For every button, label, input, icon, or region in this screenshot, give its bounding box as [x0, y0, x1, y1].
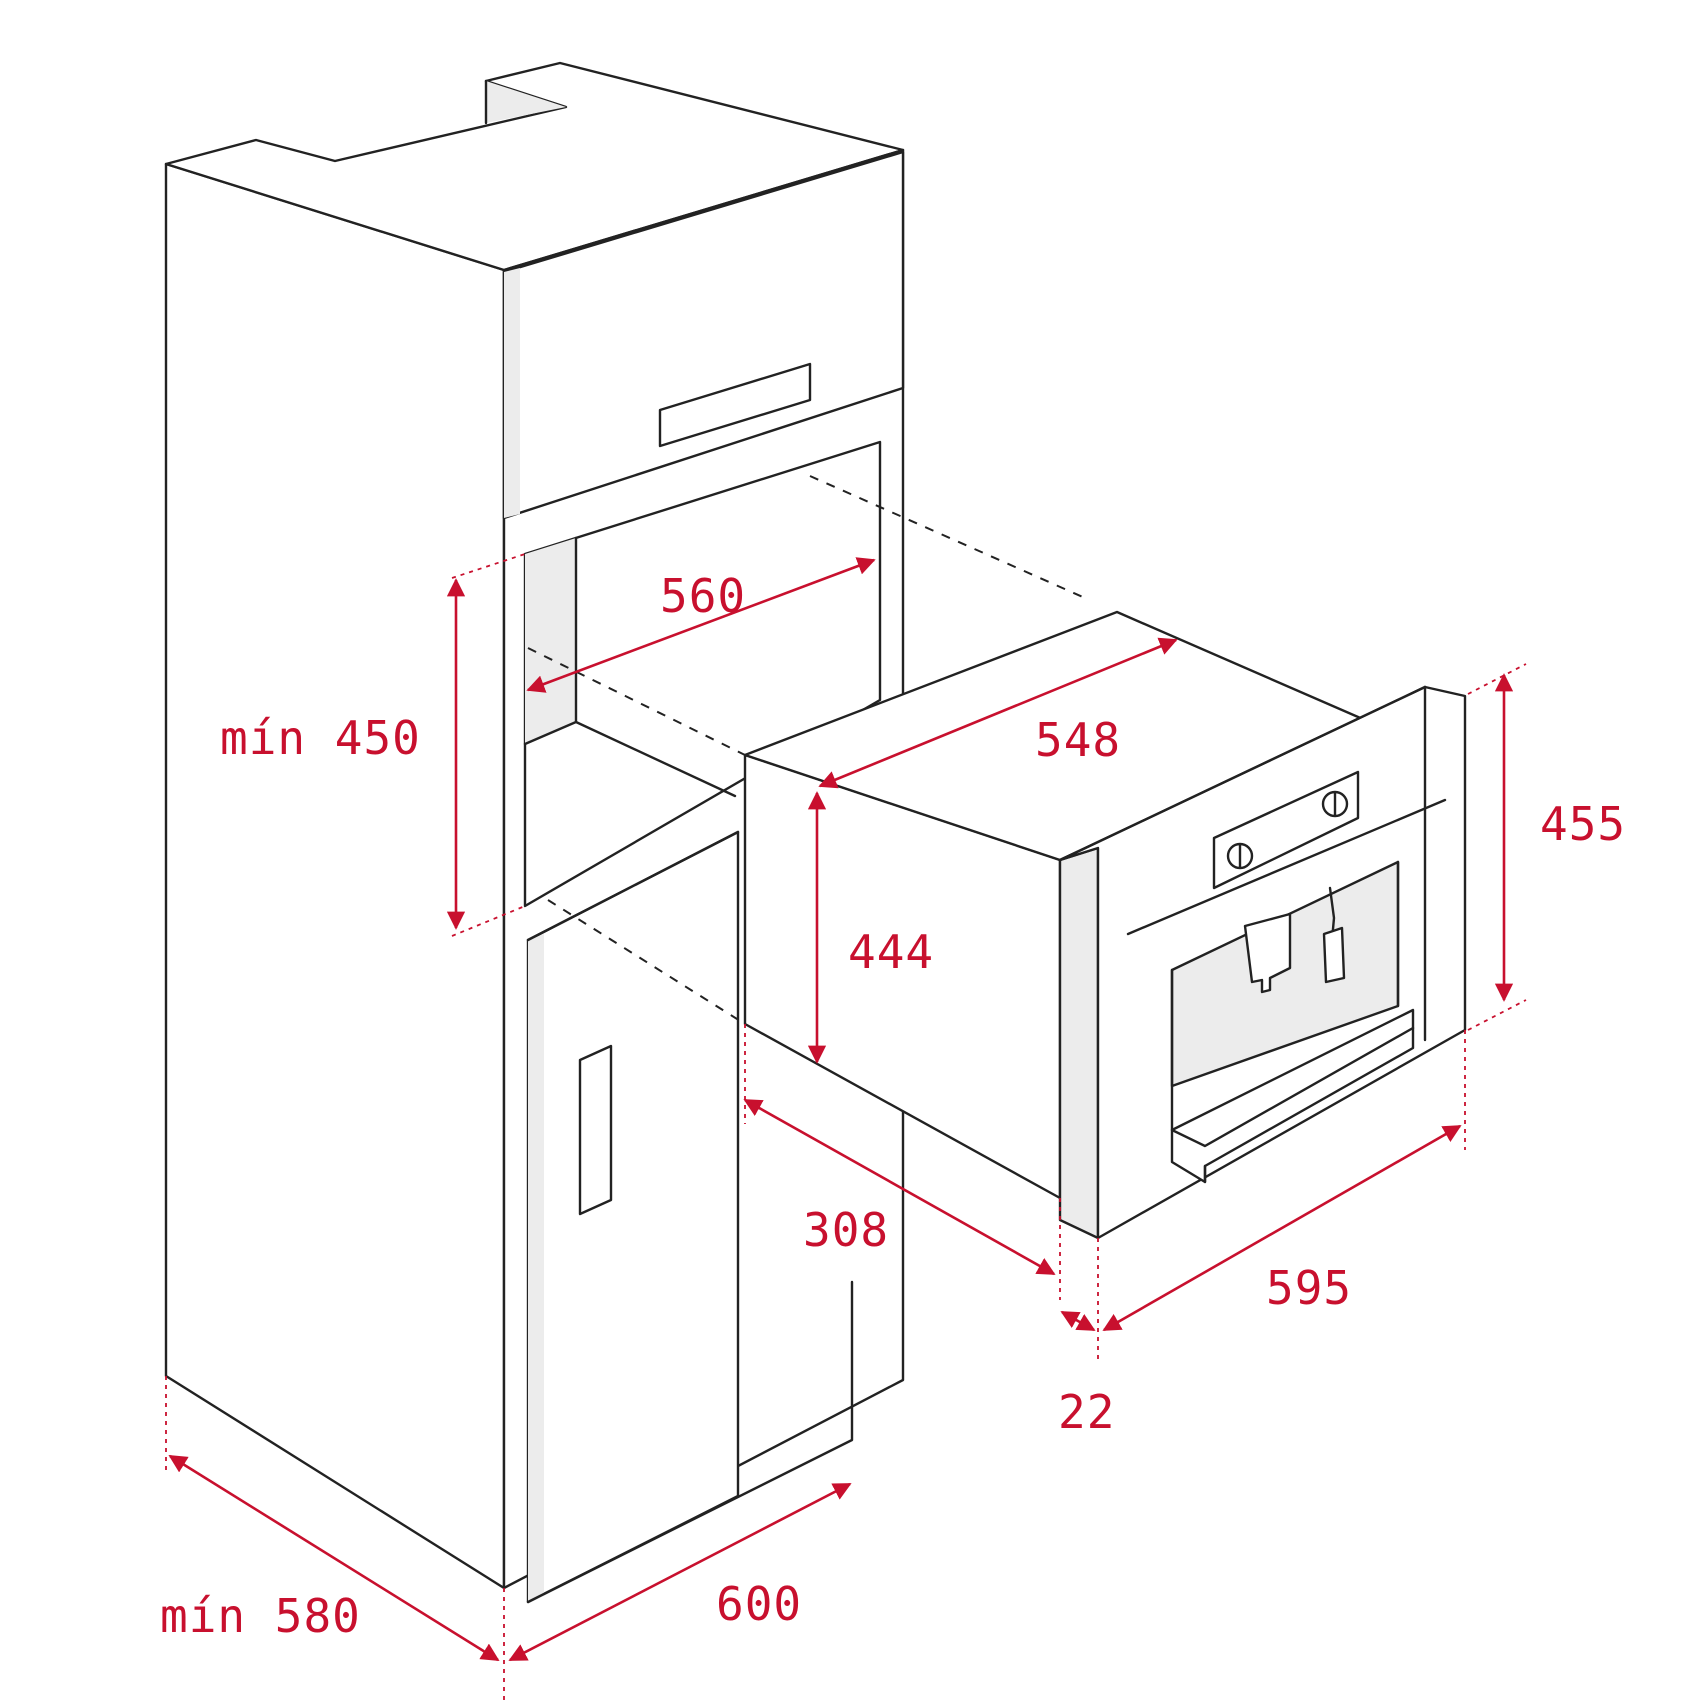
- label-appliance-front-height: 455: [1540, 797, 1626, 851]
- dim-line-cabinet-depth: [168, 1454, 500, 1662]
- upper-drawer-handle: [658, 362, 812, 448]
- dim-line-front-width: [1102, 1124, 1462, 1332]
- label-niche-width: 560: [660, 569, 746, 623]
- coffee-spout: [1243, 912, 1292, 994]
- dim-line-appliance-depth: [818, 637, 1178, 789]
- dim-line-cabinet-width: [508, 1482, 852, 1662]
- label-niche-height-min: mín 450: [220, 711, 421, 765]
- upper-drawer-edge: [504, 268, 520, 518]
- label-appliance-depth: 548: [1035, 713, 1121, 767]
- dim-line-niche-width: [526, 557, 876, 693]
- label-front-width: 595: [1266, 1261, 1352, 1315]
- lower-door-handle: [578, 1044, 613, 1216]
- niche-left-wall: [525, 538, 576, 744]
- dimension-lines: [165, 553, 1527, 1700]
- label-cabinet-depth-min: mín 580: [160, 1589, 361, 1643]
- label-body-depth: 308: [803, 1203, 889, 1257]
- dim-line-front-thickness: [1060, 1310, 1096, 1332]
- label-appliance-body-height: 444: [848, 925, 934, 979]
- tall-cabinet: [164, 61, 905, 1604]
- appliance-front-edge: [1058, 846, 1100, 1240]
- cabinet-side-panel: [164, 162, 506, 1590]
- dimension-labels: 560 mín 450 548 444 455 308 595 22 mín 5…: [160, 569, 1626, 1643]
- lower-door: [526, 830, 740, 1604]
- cabinet-top-recess: [486, 81, 566, 123]
- dim-line-body-depth: [743, 1098, 1056, 1276]
- label-front-thickness: 22: [1058, 1385, 1115, 1439]
- lower-door-edge: [528, 934, 544, 1602]
- label-cabinet-width: 600: [716, 1577, 802, 1631]
